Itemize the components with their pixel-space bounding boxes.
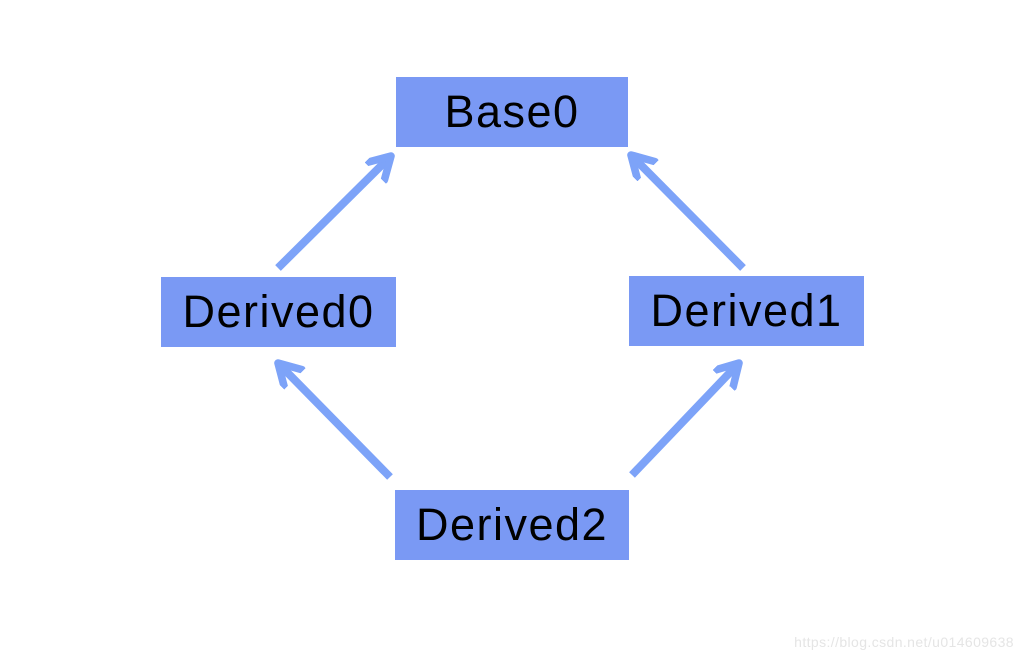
node-derived0: Derived0 [161,277,396,347]
node-label-derived1: Derived1 [650,285,843,336]
node-base0: Base0 [396,77,628,147]
node-label-base0: Base0 [444,86,580,137]
node-label-derived2: Derived2 [415,499,609,550]
edge-derived0-to-base0 [275,156,391,271]
node-derived2: Derived2 [395,490,629,560]
watermark: https://blog.csdn.net/u014609638 [794,634,1014,650]
node-derived1: Derived1 [629,276,864,346]
edge-derived1-to-base0 [631,155,746,271]
edge-derived2-to-derived0 [278,363,393,480]
edge-derived2-to-derived1 [629,363,739,478]
node-label-derived0: Derived0 [182,286,375,337]
